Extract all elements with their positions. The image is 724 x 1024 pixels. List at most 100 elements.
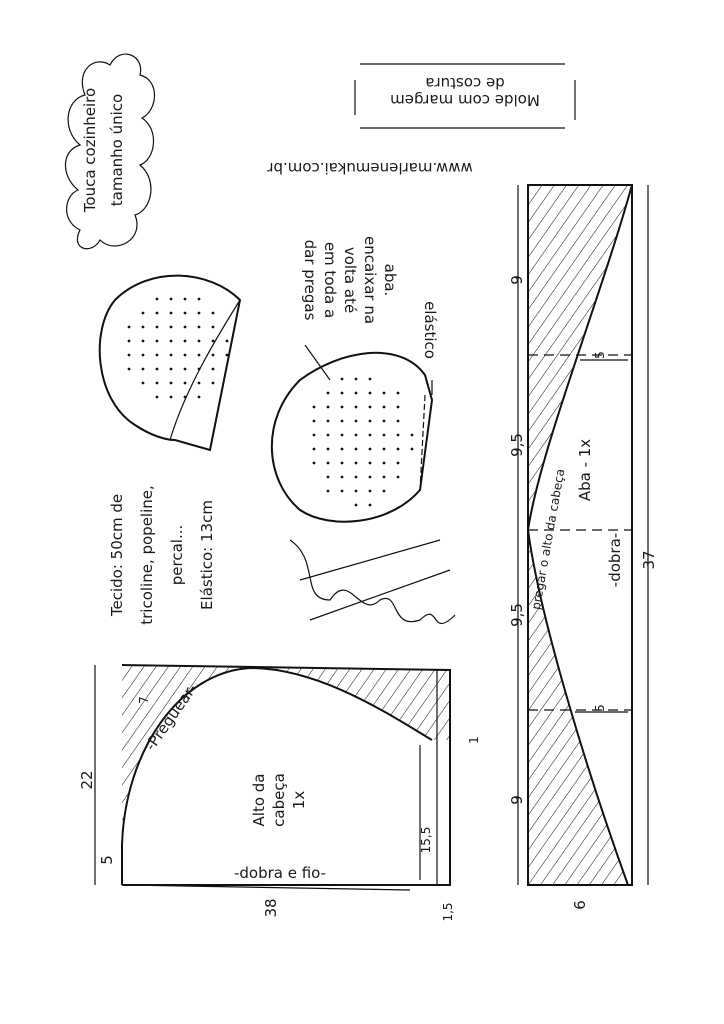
fabric-dot [326, 447, 330, 451]
fabric-dot [354, 391, 358, 395]
fabric-dot [340, 433, 344, 437]
fabric-dot [312, 447, 316, 451]
crown-margin-label: 1,5 [441, 902, 455, 921]
fabric-dot [340, 405, 344, 409]
fabric-dot [141, 353, 145, 357]
fabric-dot [382, 433, 386, 437]
crown-drop-label: 1 [467, 736, 481, 744]
brim-depth-label: 5 [593, 704, 607, 712]
fabric-dot [197, 297, 201, 301]
fabric-dot [396, 405, 400, 409]
fabric-dot [410, 433, 414, 437]
cloud-outline [64, 53, 155, 250]
fabric-dot [340, 475, 344, 479]
fabric-dot [155, 339, 159, 343]
instruction-line: dar pregas [301, 240, 319, 321]
fabric-dot [197, 339, 201, 343]
fabric-dot [340, 489, 344, 493]
fabric-dot [368, 461, 372, 465]
fabric-dot [340, 391, 344, 395]
title-line1: Touca cozinheiro [81, 88, 99, 213]
materials-line: tricoline, popeline, [138, 485, 156, 625]
brim-seg-label: 9 [508, 275, 526, 285]
fabric-dot [396, 475, 400, 479]
fabric-dot [382, 461, 386, 465]
brim-name: Aba - 1x [576, 439, 594, 501]
fabric-dot [197, 395, 201, 399]
fabric-dot [155, 311, 159, 315]
fabric-dot [155, 297, 159, 301]
fabric-dot [326, 433, 330, 437]
fabric-dot [127, 353, 131, 357]
fabric-dot [368, 447, 372, 451]
fabric-dot [211, 367, 215, 371]
fabric-dot [197, 311, 201, 315]
fabric-dot [326, 489, 330, 493]
instruction-line: encaixar na [361, 236, 379, 324]
fabric-dot [368, 419, 372, 423]
fabric-dot [169, 339, 173, 343]
fabric-dot [396, 419, 400, 423]
fabric-dot [155, 325, 159, 329]
fabric-dot [183, 353, 187, 357]
fabric-dot [354, 447, 358, 451]
fabric-dot [155, 381, 159, 385]
materials-line: Tecido: 50cm de [108, 494, 126, 617]
hat-illustration-side [98, 274, 242, 452]
materials-line: Elástico: 13cm [198, 500, 216, 610]
materials-line: percal... [168, 525, 186, 586]
margin-note: Molde com margem de costura [354, 63, 576, 129]
note-line1: Molde com margem [390, 91, 540, 109]
fabric-dot [382, 475, 386, 479]
fabric-dot [211, 311, 215, 315]
fabric-dot [368, 503, 372, 507]
fabric-dot [169, 325, 173, 329]
fabric-dot [183, 311, 187, 315]
fabric-dot [141, 381, 145, 385]
fabric-dot [326, 391, 330, 395]
fabric-dot [354, 377, 358, 381]
fabric-dot [382, 447, 386, 451]
brim-seg-label: 9,5 [508, 433, 526, 457]
fabric-dot [312, 419, 316, 423]
fabric-dot [354, 433, 358, 437]
crown-name: cabeça [270, 773, 288, 827]
fabric-dot [169, 381, 173, 385]
crown-height-label: 22 [78, 770, 96, 789]
title-cloud: Touca cozinheiro tamanho único [64, 53, 155, 250]
website-text: www.marlenemukai.com.br [266, 159, 472, 177]
fabric-dot [312, 461, 316, 465]
fabric-dot [141, 325, 145, 329]
crown-corner-label: 7 [137, 696, 151, 704]
fabric-dot [155, 367, 159, 371]
fabric-dot [169, 297, 173, 301]
crown-name: Alto da [250, 774, 268, 827]
fold-label: -dobra e fio- [234, 864, 326, 882]
fabric-dot [354, 461, 358, 465]
fabric-dot [169, 395, 173, 399]
signature [289, 539, 456, 625]
fabric-dot [183, 381, 187, 385]
brim-width-label: 6 [571, 900, 589, 910]
fabric-dot [141, 311, 145, 315]
fabric-dot [211, 381, 215, 385]
fabric-dot [197, 353, 201, 357]
crown-right-height-label: 15,5 [419, 827, 433, 854]
instruction-line: volta até [341, 247, 359, 313]
materials-list: Tecido: 50cm de tricoline, popeline, per… [108, 485, 216, 625]
fabric-dot [127, 325, 131, 329]
fabric-dot [368, 377, 372, 381]
brim-piece: 9 9,5 9,5 9 5 5 6 37 Aba - 1x -dobra- pr… [508, 184, 658, 910]
fabric-dot [354, 503, 358, 507]
fabric-dot [340, 447, 344, 451]
fabric-dot [183, 367, 187, 371]
fabric-dot [396, 391, 400, 395]
pleat-arrow [304, 344, 331, 381]
fabric-dot [382, 419, 386, 423]
fabric-dot [312, 433, 316, 437]
fabric-dot [169, 367, 173, 371]
fabric-dot [155, 395, 159, 399]
fabric-dot [326, 475, 330, 479]
crown-width-label: 38 [262, 898, 280, 917]
